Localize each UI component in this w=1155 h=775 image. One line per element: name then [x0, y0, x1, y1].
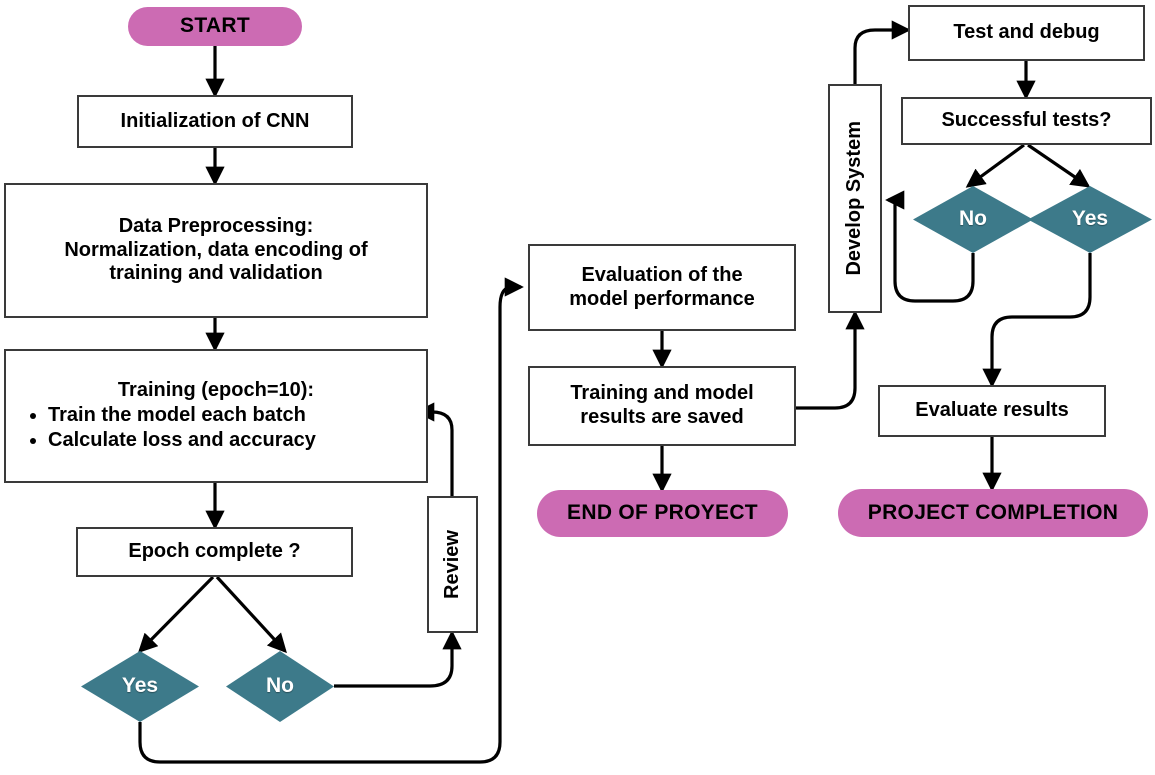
node-results-saved-line2: results are saved: [580, 406, 744, 428]
node-epoch-complete[interactable]: Epoch complete ?: [76, 527, 353, 577]
node-data-preprocessing-line3: training and validation: [109, 262, 323, 285]
node-data-preprocessing-line1: Data Preprocessing:: [118, 215, 314, 238]
node-evaluate-results[interactable]: Evaluate results: [878, 385, 1106, 437]
node-tests-no[interactable]: No: [913, 186, 1033, 253]
node-develop-system-label: Develop System: [843, 121, 866, 276]
node-epoch-yes-label: Yes: [121, 674, 159, 698]
edge-testyes-to-evaluate: [982, 253, 1092, 388]
node-data-preprocessing-line2: Normalization, data encoding of: [64, 238, 368, 261]
node-initialization-of-cnn[interactable]: Initialization of CNN: [77, 95, 353, 148]
node-tests-yes[interactable]: Yes: [1028, 186, 1152, 253]
node-test-and-debug-label: Test and debug: [953, 21, 1100, 44]
edge-successful-to-no: [965, 143, 1025, 188]
node-training-bullet-2: Calculate loss and accuracy: [48, 429, 416, 453]
node-project-completion-label: PROJECT COMPLETION: [867, 500, 1119, 524]
node-training-bullet-list: Train the model each batch Calculate los…: [16, 404, 416, 452]
node-training-content: Training (epoch=10): Train the model eac…: [6, 379, 426, 454]
node-review[interactable]: Review: [427, 496, 478, 633]
node-develop-system[interactable]: Develop System: [828, 84, 882, 313]
node-start-label: START: [180, 14, 250, 38]
node-initialization-of-cnn-label: Initialization of CNN: [120, 109, 310, 132]
node-tests-no-label: No: [959, 207, 987, 231]
node-epoch-no-label: No: [266, 674, 294, 698]
node-epoch-no[interactable]: No: [226, 651, 334, 722]
node-successful-tests[interactable]: Successful tests?: [901, 97, 1152, 145]
node-evaluation-line2: model performance: [569, 287, 755, 310]
node-data-preprocessing[interactable]: Data Preprocessing: Normalization, data …: [4, 183, 428, 318]
node-results-are-saved[interactable]: Training and model results are saved: [528, 366, 796, 446]
node-evaluation-of-model-performance[interactable]: Evaluation of the model performance: [528, 244, 796, 331]
node-epoch-complete-label: Epoch complete ?: [128, 540, 301, 563]
node-successful-tests-label: Successful tests?: [941, 109, 1112, 132]
node-evaluation-line1: Evaluation of the: [581, 263, 743, 286]
edge-develop-to-test: [853, 20, 911, 84]
edge-successful-to-yes: [1027, 143, 1091, 188]
node-tests-yes-label: Yes: [1071, 207, 1109, 231]
node-epoch-yes[interactable]: Yes: [81, 651, 199, 722]
node-end-of-project-label: END OF PROYECT: [567, 501, 758, 525]
node-training[interactable]: Training (epoch=10): Train the model eac…: [4, 349, 428, 483]
edge-results-to-develop: [796, 310, 865, 410]
node-review-label: Review: [440, 530, 463, 599]
edge-epoch-to-no: [215, 575, 287, 654]
edge-epoch-to-yes: [137, 575, 215, 654]
node-end-of-project[interactable]: END OF PROYECT: [537, 490, 788, 537]
node-training-heading: Training (epoch=10):: [117, 378, 315, 401]
edge-no-to-review: [334, 630, 462, 688]
node-evaluate-results-label: Evaluate results: [915, 399, 1069, 422]
node-results-saved-line1: Training and model: [570, 382, 754, 405]
node-project-completion[interactable]: PROJECT COMPLETION: [838, 489, 1148, 537]
node-training-bullet-1: Train the model each batch: [48, 404, 416, 428]
node-start[interactable]: START: [128, 7, 302, 46]
node-test-and-debug[interactable]: Test and debug: [908, 5, 1145, 61]
